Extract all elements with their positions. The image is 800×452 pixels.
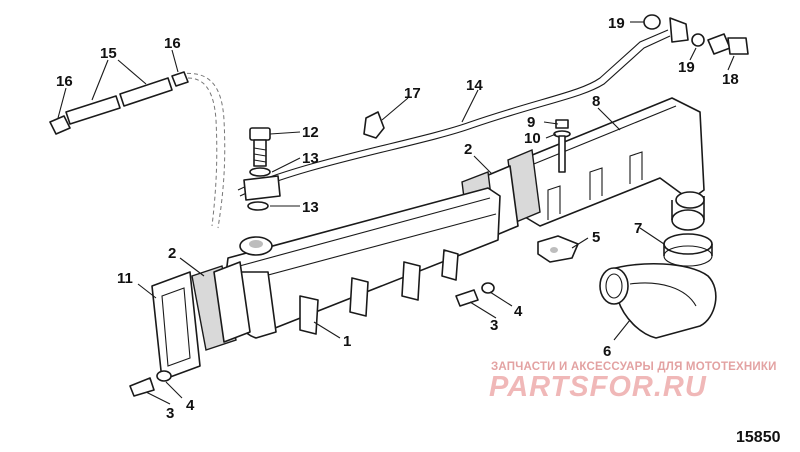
callout-16-right: 16 [164,35,181,52]
dashed-hose-line-inner [187,77,218,227]
callout-11: 11 [117,270,133,287]
front-plate-inner [161,287,191,367]
callout-8: 8 [592,93,600,110]
leader-lines [57,21,735,405]
watermark-logo: PARTSFOR.RU [489,371,707,403]
callout-18: 18 [722,71,739,88]
clamp-16-right [171,71,189,87]
bolt-3-front [129,377,155,397]
dashed-hose-line [179,72,226,229]
front-plate-11 [151,271,201,381]
washer-4-mid [481,282,495,294]
banjo-fitting [243,175,281,201]
callout-4-mid: 4 [514,303,523,320]
hose-15 [65,77,173,125]
washer-13-top [249,167,271,177]
callout-13-top: 13 [302,150,319,167]
callout-4-front: 4 [186,397,195,414]
elbow-6 [599,263,717,339]
washer-13-bottom [247,201,269,211]
callout-19-top: 19 [608,15,625,32]
callout-16-left: 16 [56,73,73,90]
callout-1: 1 [343,333,351,350]
callout-2-rear: 2 [464,141,472,158]
banjo-bolt-12 [249,127,271,167]
bolt-3-mid [455,289,479,307]
callout-13-bottom: 13 [302,199,319,216]
water-tube-14 [237,29,671,197]
clip-17 [363,111,385,139]
washer-4-front [156,370,172,382]
bracket-5 [537,235,579,263]
banjo-end [669,17,689,43]
clamp-16-left [49,115,71,135]
exhaust-manifold-1 [221,187,501,339]
callout-7: 7 [634,220,642,237]
callout-9: 9 [527,114,535,131]
callout-17: 17 [404,85,421,102]
callout-2-front: 2 [168,245,176,262]
washer-19-right [691,33,705,47]
bolt-18 [707,33,749,55]
callout-5: 5 [592,229,600,246]
bracket-hole [550,247,558,253]
figure-number: 15850 [736,429,781,446]
front-flange [213,261,251,343]
callout-3-front: 3 [166,405,174,422]
callout-15: 15 [100,45,117,62]
callout-6: 6 [603,343,611,360]
callout-14: 14 [466,77,483,94]
callout-12: 12 [302,124,319,141]
callout-3-mid: 3 [490,317,498,334]
washer-19-left [643,14,661,30]
bolt-9-shank [558,135,566,173]
clamp-ring-7 [663,233,713,267]
callout-10: 10 [524,130,541,147]
rear-exhaust-manifold-8 [519,97,705,231]
callout-19-bottom: 19 [678,59,695,76]
watermark-subtitle: ЗАПЧАСТИ И АКСЕССУАРЫ ДЛЯ МОТОТЕХНИКИ [491,361,777,373]
